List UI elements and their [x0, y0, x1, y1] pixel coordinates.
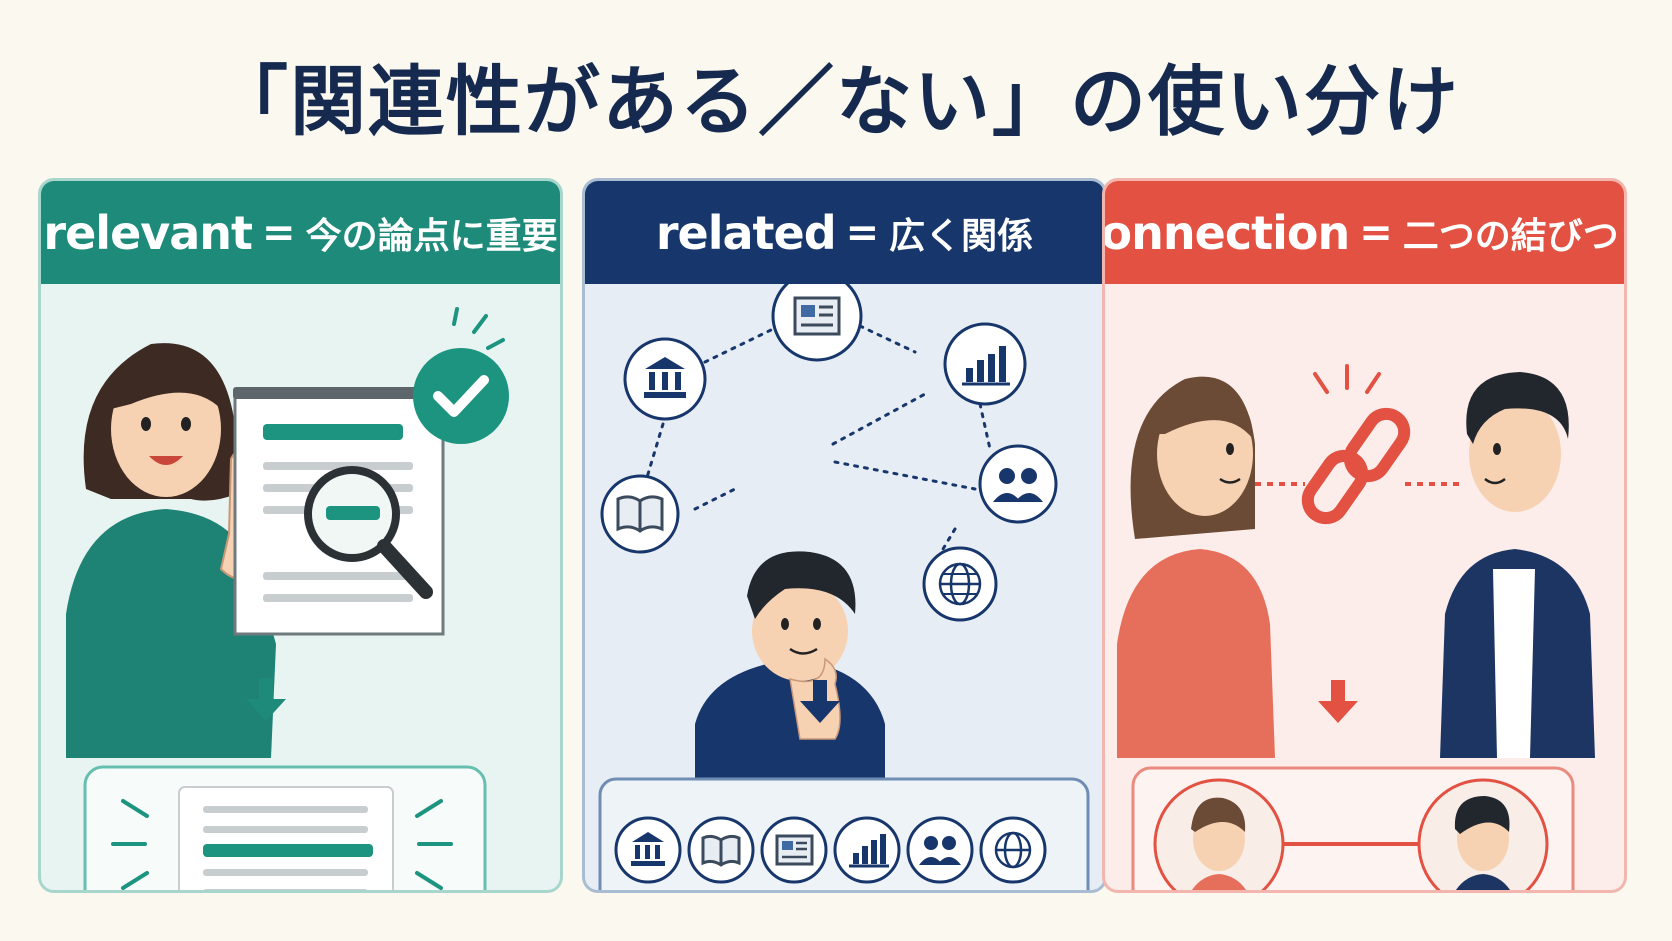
- thinking-man-illustration: [695, 551, 885, 789]
- people-icon-node: [978, 444, 1058, 524]
- connection-term: connection: [1102, 205, 1350, 260]
- magnifier-icon: [304, 466, 433, 599]
- check-icon: [413, 307, 509, 444]
- woman-illustration: [1117, 376, 1275, 758]
- related-panel: related = 広く関係: [582, 178, 1107, 893]
- icon-row: [614, 816, 1047, 884]
- page-title: 「関連性がある／ない」の使い分け: [212, 57, 1460, 146]
- connection-equals: =: [1359, 209, 1393, 256]
- down-arrow-icon: [1318, 680, 1358, 723]
- woman-pointing-illustration: [66, 343, 276, 758]
- book-icon-node: [600, 474, 680, 554]
- globe-icon-node: [922, 546, 998, 622]
- connection-panel: connection = 二つの結びつき: [1102, 178, 1627, 893]
- down-arrow-icon: [800, 680, 840, 723]
- bar-chart-icon-node: [943, 322, 1027, 406]
- bank-icon-node: [623, 337, 707, 421]
- down-arrow-icon: [246, 678, 286, 721]
- relevant-meaning: 今の論点に重要: [305, 215, 558, 257]
- relevant-term: relevant: [43, 205, 253, 260]
- related-equals: =: [845, 209, 880, 256]
- relevant-panel: relevant = 今の論点に重要: [38, 178, 563, 893]
- connection-meaning: 二つの結びつき: [1402, 215, 1624, 257]
- related-header: related = 広く関係: [585, 181, 1104, 284]
- related-meaning: 広く関係: [889, 215, 1034, 257]
- relevant-header: relevant = 今の論点に重要: [41, 181, 560, 284]
- man-illustration: [1440, 372, 1595, 758]
- result-highlight-box: [83, 765, 487, 890]
- relevant-equals: =: [262, 209, 296, 256]
- newspaper-icon-node: [771, 284, 863, 362]
- related-term: related: [655, 205, 837, 260]
- icon-row-box: [598, 777, 1090, 890]
- broken-link-icon: [1255, 364, 1460, 525]
- connection-header: connection = 二つの結びつき: [1105, 181, 1624, 284]
- connected-pair-box: [1131, 766, 1575, 890]
